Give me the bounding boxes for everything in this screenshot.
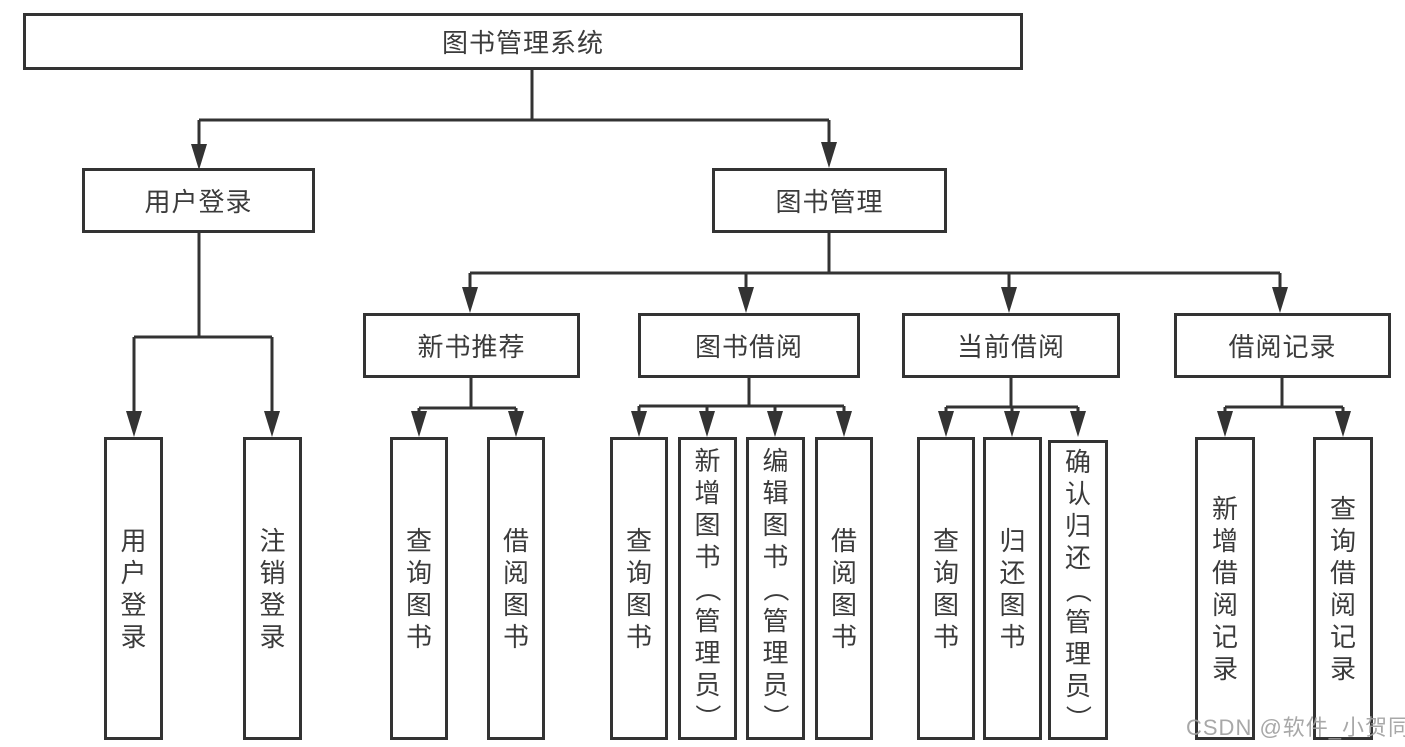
leaf-borrow-books: 借阅图书: [815, 437, 873, 740]
leaf-query-borrow-record: 查询借阅记录: [1313, 437, 1373, 740]
node-borrow-records-label: 借阅记录: [1228, 332, 1337, 362]
leaf-user-login: 用户登录: [104, 437, 163, 740]
leaf-add-borrow-record: 新增借阅记录: [1195, 437, 1255, 740]
leaf-query-books-current: 查询图书: [917, 437, 975, 740]
leaf-confirm-return-admin-label: 确认归还（管理员）: [1063, 447, 1093, 731]
leaf-edit-book-admin-label: 编辑图书（管理员）: [760, 445, 791, 730]
node-user-login-label: 用户登录: [144, 187, 253, 217]
node-book-borrow: 图书借阅: [638, 313, 860, 378]
leaf-logout-label: 注销登录: [259, 525, 286, 652]
node-current-borrow: 当前借阅: [902, 313, 1120, 378]
leaf-add-book-admin-label: 新增图书（管理员）: [692, 445, 723, 730]
node-current-borrow-label: 当前借阅: [956, 332, 1065, 362]
leaf-borrow-books-label: 借阅图书: [830, 525, 857, 652]
leaf-return-books: 归还图书: [983, 437, 1042, 740]
leaf-user-login-label: 用户登录: [120, 525, 147, 652]
leaf-edit-book-admin: 编辑图书（管理员）: [746, 437, 805, 740]
leaf-query-books-borrow: 查询图书: [610, 437, 668, 740]
watermark: CSDN @软件_小贺同学: [1186, 715, 1405, 740]
node-book-borrow-label: 图书借阅: [694, 332, 803, 362]
leaf-borrow-books-recommend: 借阅图书: [487, 437, 545, 740]
node-user-login: 用户登录: [82, 168, 315, 233]
leaf-query-books-current-label: 查询图书: [932, 525, 959, 652]
leaf-query-books-recommend-label: 查询图书: [405, 525, 432, 652]
node-book-management: 图书管理: [712, 168, 947, 233]
leaf-return-books-label: 归还图书: [999, 525, 1026, 652]
leaf-query-books-borrow-label: 查询图书: [625, 525, 652, 652]
node-borrow-records: 借阅记录: [1174, 313, 1391, 378]
node-root: 图书管理系统: [23, 13, 1023, 70]
node-new-book-recommend-label: 新书推荐: [417, 332, 526, 362]
leaf-borrow-books-recommend-label: 借阅图书: [502, 525, 529, 652]
leaf-logout: 注销登录: [243, 437, 302, 740]
node-book-management-label: 图书管理: [775, 187, 884, 217]
leaf-query-books-recommend: 查询图书: [390, 437, 448, 740]
leaf-confirm-return-admin: 确认归还（管理员）: [1048, 440, 1108, 740]
node-new-book-recommend: 新书推荐: [363, 313, 580, 378]
arrowheads: [126, 142, 1351, 437]
node-root-label: 图书管理系统: [441, 28, 604, 58]
leaf-add-borrow-record-label: 新增借阅记录: [1211, 493, 1238, 684]
leaf-add-book-admin: 新增图书（管理员）: [678, 437, 737, 740]
leaf-query-borrow-record-label: 查询借阅记录: [1329, 493, 1356, 684]
